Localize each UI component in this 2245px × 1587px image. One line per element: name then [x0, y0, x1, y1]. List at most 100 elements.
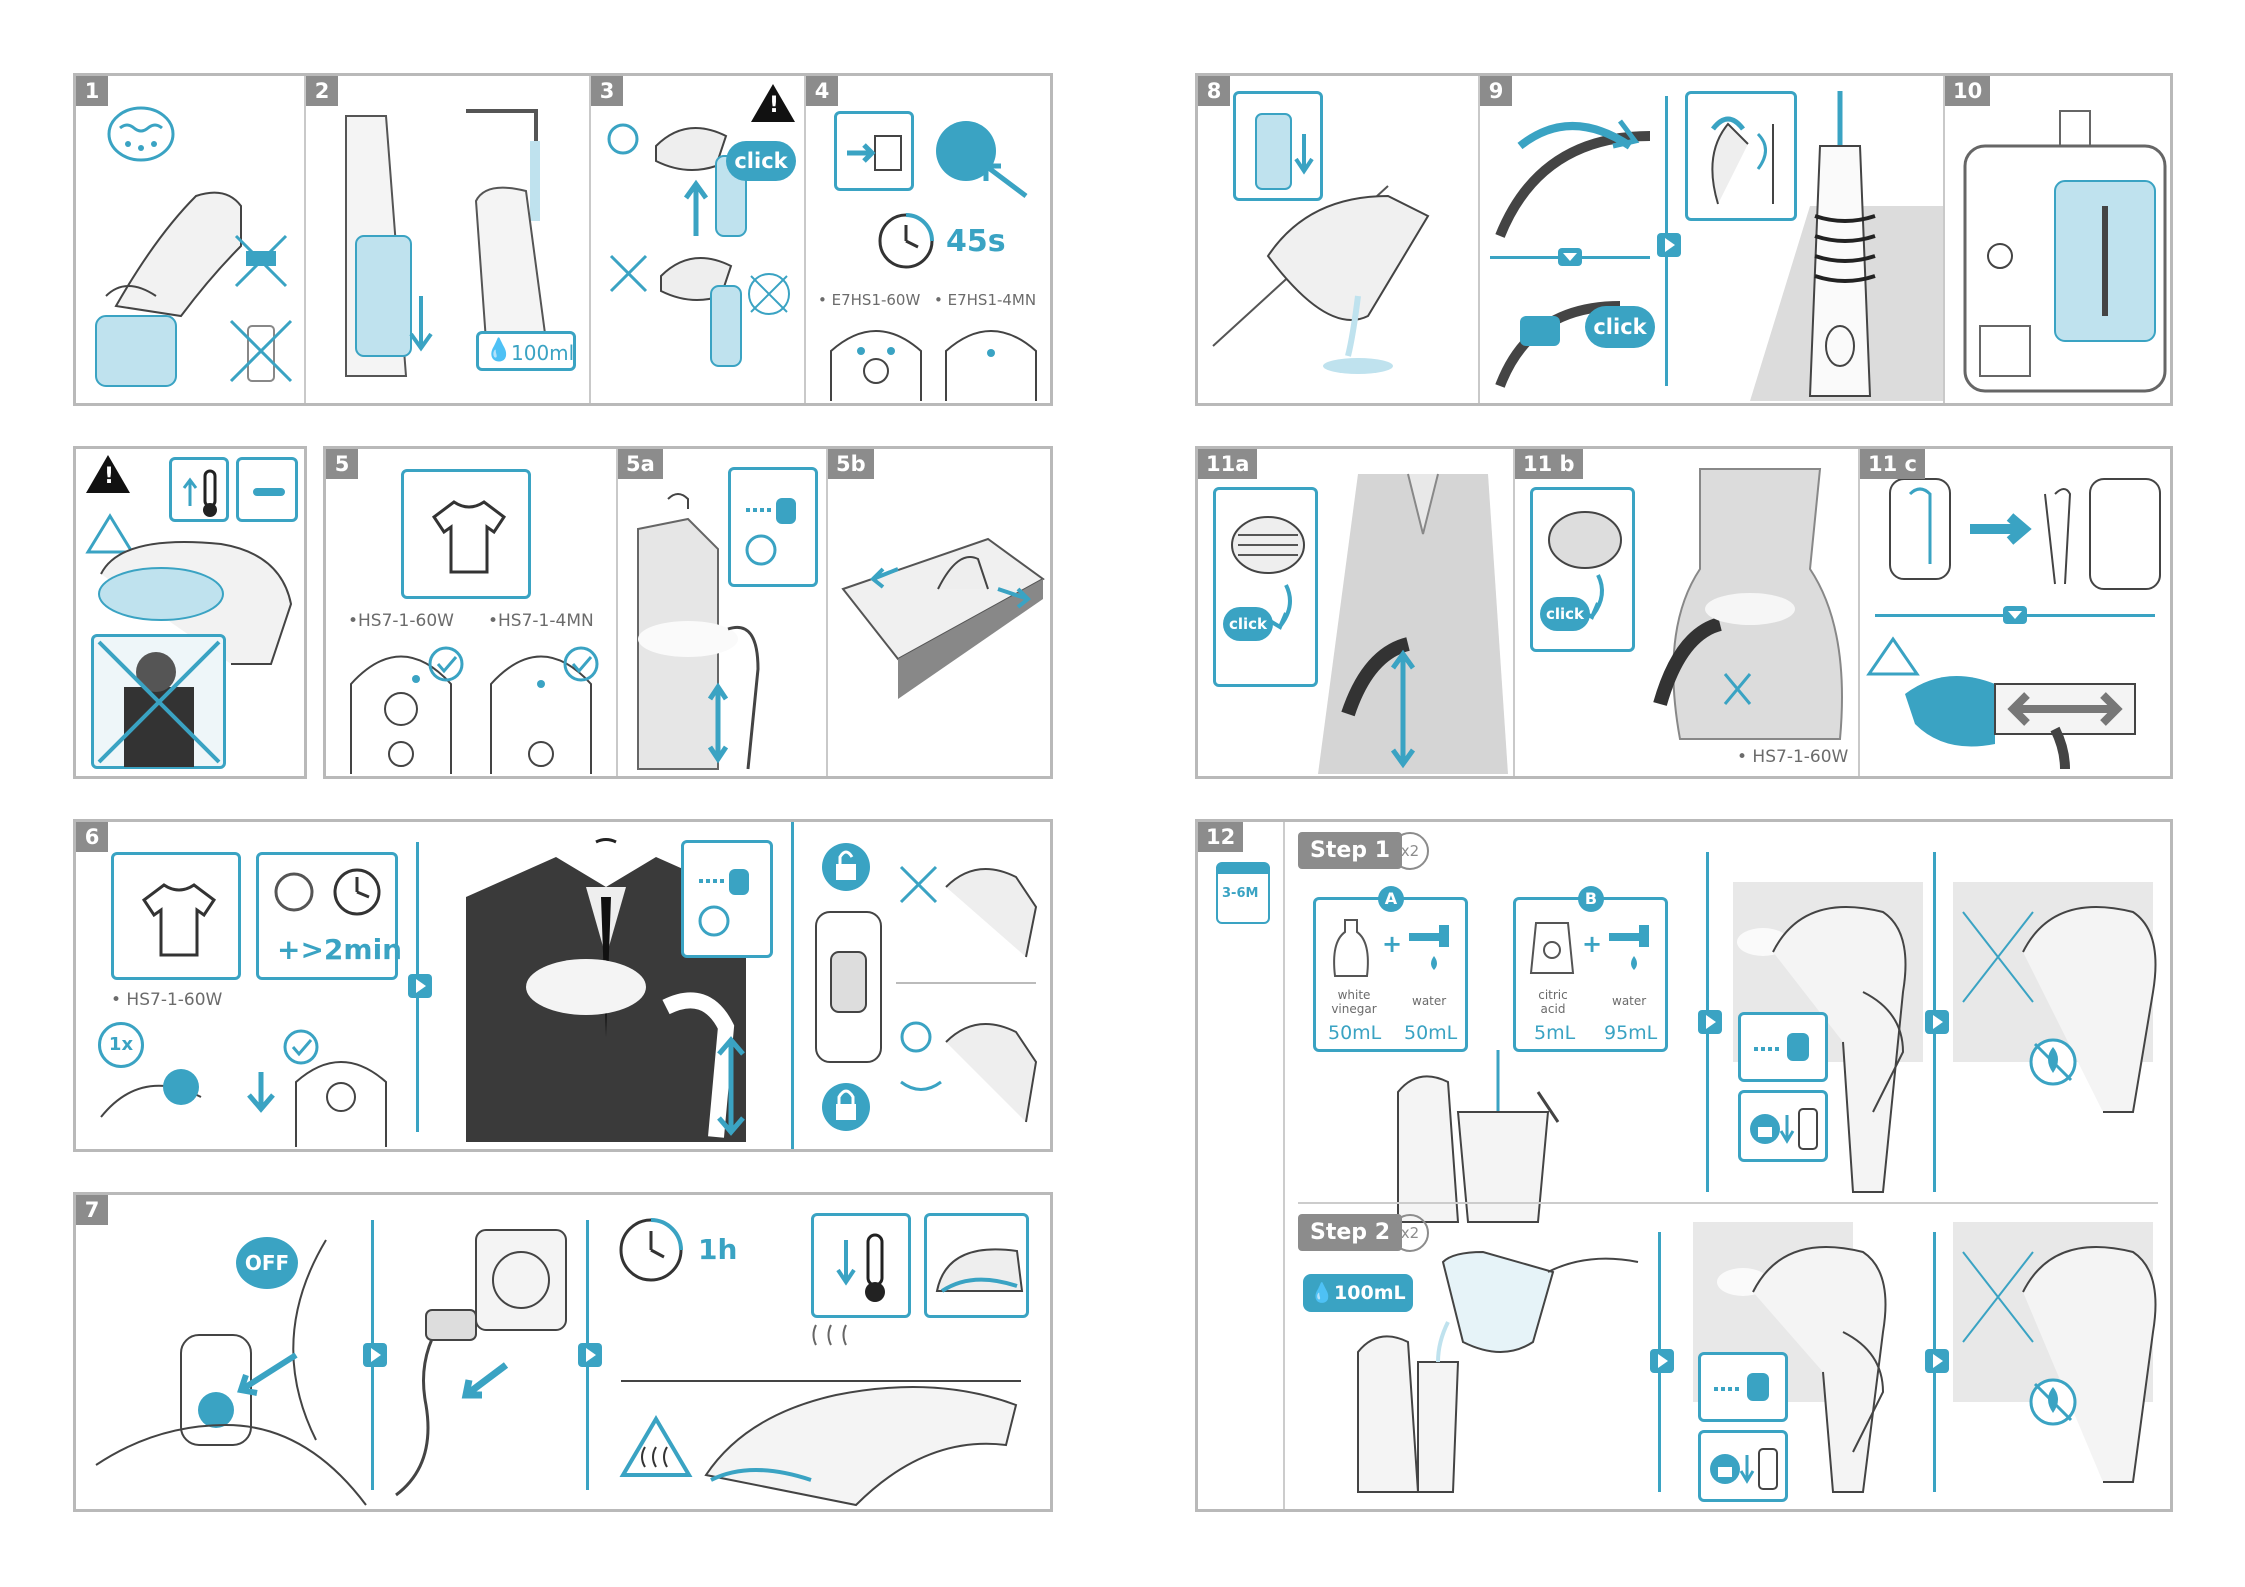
warning-frame: ! — [73, 446, 307, 779]
no-steam-on-person-tile — [91, 634, 226, 769]
panel-9: 9 click — [1478, 76, 1945, 403]
timer-icon — [616, 1215, 686, 1285]
empty-tank-illustration — [1208, 166, 1468, 396]
citric-acid-icon — [1528, 918, 1578, 978]
panel-7-frame: 7 OFF 1h — [73, 1192, 1053, 1512]
tshirt-icon — [139, 880, 219, 960]
no-chemical-icon — [226, 316, 296, 386]
heat-up-time: 45s — [946, 224, 1006, 259]
row2-right-frame: 11a click 11 b click — [1195, 446, 2173, 779]
resting-steamer-illustration — [696, 1325, 1026, 1505]
water-quantity: 100ml — [511, 341, 574, 365]
calendar-header — [1218, 864, 1268, 874]
cord-wrap-illustration — [1490, 86, 1660, 246]
panel-number: 5a — [618, 449, 663, 479]
option-a-tile: A + white vinegar water 50mL 50mL — [1313, 897, 1468, 1052]
steam-trigger-tile — [681, 840, 773, 958]
steamer-cleaning-illustration — [86, 166, 246, 396]
storage-box-illustration — [1960, 96, 2170, 396]
panel-5b: 5b — [826, 449, 1052, 776]
model-label: • HS7-1-60W — [111, 990, 222, 1010]
click-badge: click — [726, 141, 796, 181]
steam-trigger-icon — [694, 861, 764, 941]
control-panel-a — [826, 321, 926, 401]
descale-finished-illustration — [1953, 1222, 2163, 1492]
panel-6-frame: 6 +>2min • HS7-1-60W 1x — [73, 819, 1053, 1152]
model-label-a: • E7HS1-60W — [818, 291, 920, 309]
water-tap-icon — [1404, 918, 1459, 978]
tshirt-tile — [111, 852, 241, 980]
cloth-water-icon — [106, 106, 176, 166]
steam-timer-tile: +>2min — [256, 852, 398, 980]
water-label: water — [1612, 994, 1646, 1008]
water-tap-icon — [1604, 918, 1659, 978]
no-tap-icon — [226, 226, 296, 296]
tshirt-tile — [401, 469, 531, 599]
panel-1: 1 — [76, 76, 304, 403]
citric-acid-label: citric acid — [1528, 988, 1578, 1016]
thermometer-down-tile — [811, 1213, 911, 1318]
panel-number: 2 — [306, 76, 338, 106]
next-step-arrow — [1558, 248, 1582, 266]
light-indicator-icon — [247, 478, 291, 508]
attach-tank-illustration — [646, 116, 786, 246]
control-panel-b — [941, 321, 1041, 401]
panel-number: 7 — [76, 1195, 108, 1225]
wrong-attach-illustration — [601, 246, 801, 396]
steamer-head-icon — [932, 1231, 1027, 1311]
pour-water-illustration — [1348, 1242, 1648, 1502]
no-steam-locked-illustration — [896, 857, 1046, 957]
arrow-down-icon — [246, 1067, 276, 1117]
unlock-icon — [821, 837, 871, 892]
model-label-b: • E7HS1-4MN — [934, 291, 1036, 309]
next-step-arrow — [1925, 1349, 1949, 1373]
panel-11b: 11 b click • HS7-1-60W — [1513, 449, 1860, 776]
panel-8: 8 — [1198, 76, 1478, 403]
control-panel-a-check — [346, 634, 471, 774]
panel-number: 1 — [76, 76, 108, 106]
vinegar-quantity: 50mL — [1328, 1022, 1381, 1044]
row1-right-frame: 8 9 click — [1195, 73, 2173, 406]
off-badge: OFF — [236, 1237, 298, 1289]
steam-duration: +>2min — [277, 933, 402, 966]
finger-press-illustration — [96, 1037, 246, 1147]
panel-number: 9 — [1480, 76, 1512, 106]
water-quantity-b: 95mL — [1604, 1022, 1657, 1044]
dress-steaming-illustration — [1630, 464, 1855, 744]
repeat-x2-badge: x2 — [1391, 832, 1429, 870]
lock-release-icon — [1749, 1105, 1823, 1153]
water-label: water — [1412, 994, 1446, 1008]
ironing-board-illustration — [838, 499, 1048, 769]
citric-acid-quantity: 5mL — [1534, 1022, 1575, 1044]
click-badge: click — [1585, 306, 1655, 348]
lock-release-tile — [1698, 1430, 1788, 1502]
panel-number: 4 — [806, 76, 838, 106]
crossed-person-icon — [94, 637, 224, 767]
divider-line — [896, 982, 1036, 984]
panel-number: 6 — [76, 822, 108, 852]
lock-release-tile — [1738, 1090, 1828, 1162]
shirt-brush-illustration — [1318, 464, 1513, 774]
next-step-arrow — [578, 1343, 602, 1367]
control-panel-check — [281, 1022, 401, 1147]
indicator-tile — [236, 457, 298, 522]
interval-label: 3-6M — [1222, 886, 1258, 901]
panel-number: 11a — [1198, 449, 1257, 479]
water-100ml-badge: 💧 100ml — [476, 331, 576, 371]
plug-in-tile — [834, 111, 914, 191]
water-drop-icon: 💧 — [485, 338, 512, 363]
lock-switch-illustration — [811, 907, 886, 1067]
steam-trigger-icon — [1749, 1029, 1819, 1069]
interval-calendar-tile: 3-6M — [1216, 862, 1270, 924]
model-label-a: •HS7-1-60W — [348, 611, 454, 631]
plus-sign: + — [1382, 930, 1402, 958]
row1-frame: 1 2 — [73, 73, 1053, 406]
model-label-b: •HS7-1-4MN — [488, 611, 594, 631]
next-step-arrow — [1657, 233, 1681, 257]
thermometer-tile — [169, 457, 229, 522]
brush-attach-tile — [1213, 487, 1318, 687]
next-step-arrow — [1925, 1010, 1949, 1034]
timer-icon — [876, 211, 936, 271]
cooldown-time: 1h — [698, 1233, 737, 1266]
tshirt-icon — [429, 497, 509, 577]
